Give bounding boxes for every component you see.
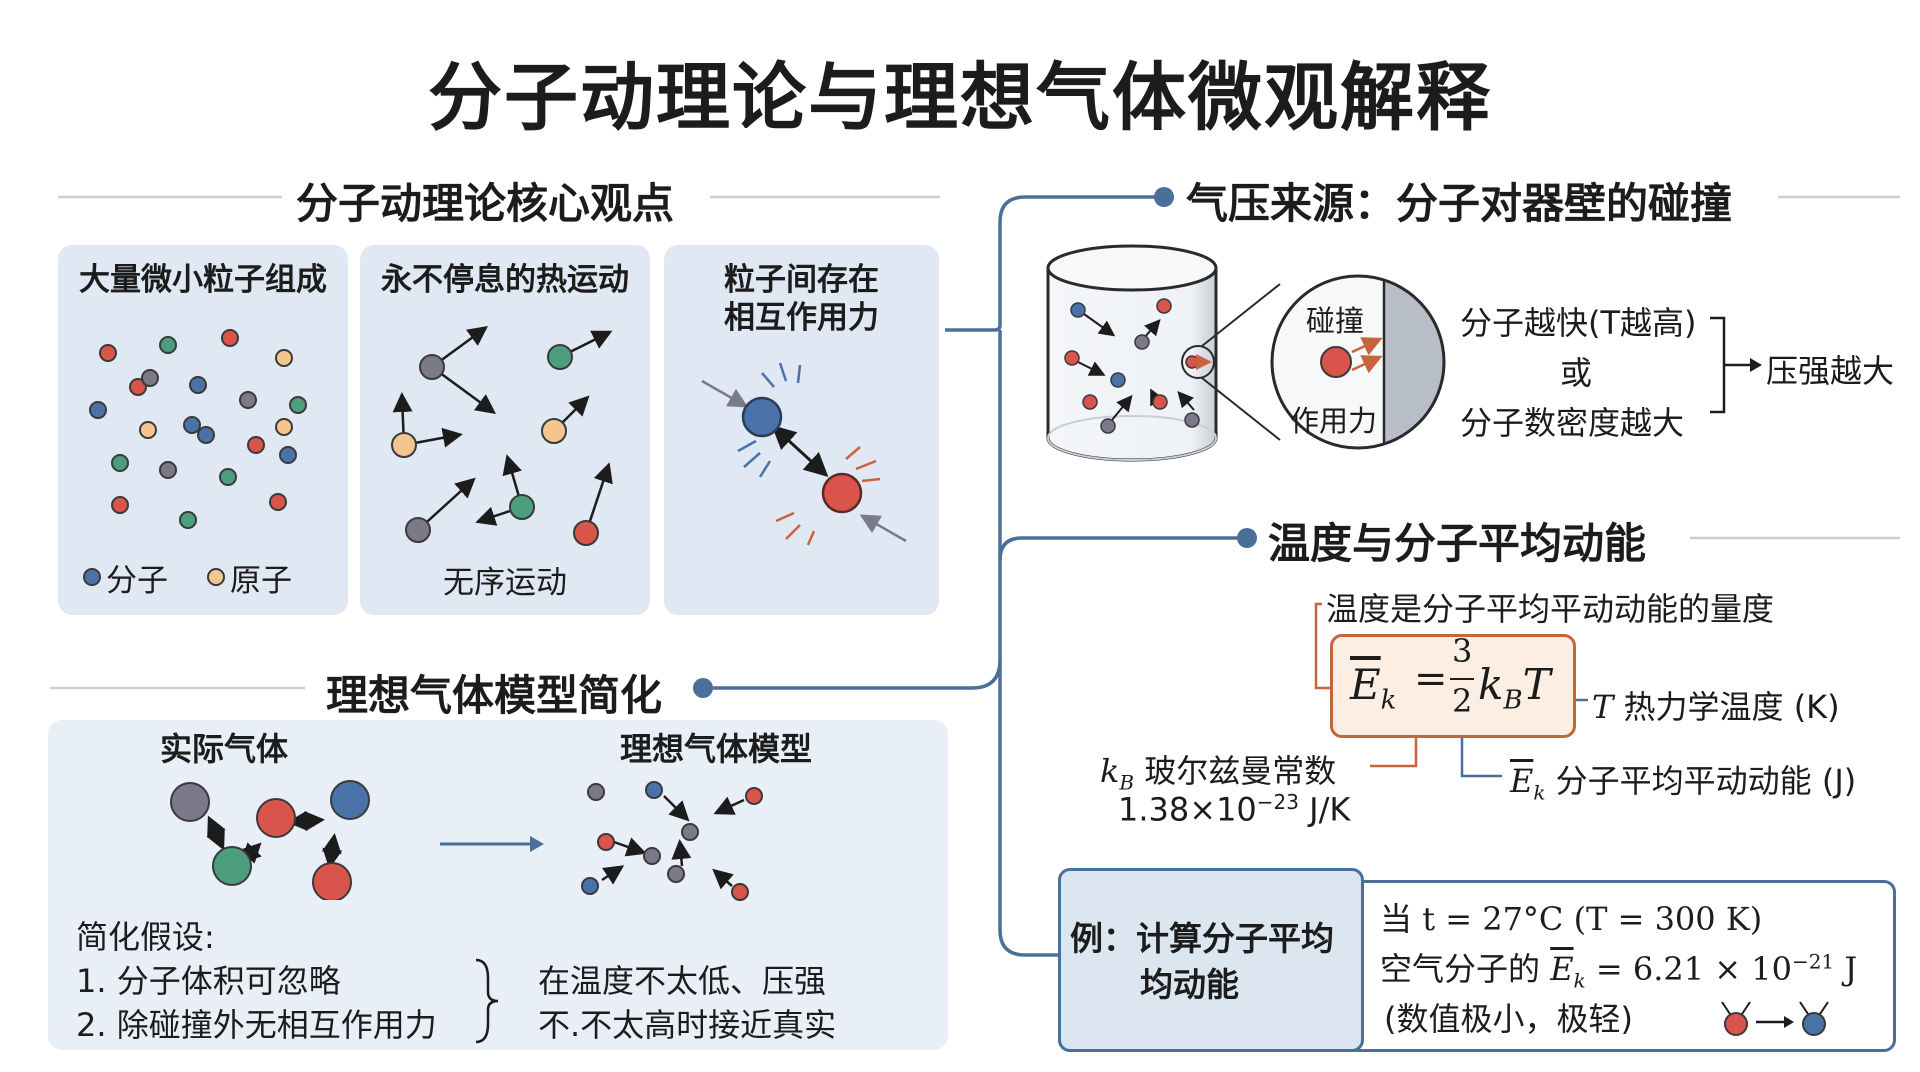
ek-symbol: E <box>1510 762 1534 800</box>
t-symbol: T <box>1592 688 1614 726</box>
example-value: = 6.21 × 10 <box>1595 950 1792 988</box>
kb-value-unit: J/K <box>1309 790 1351 829</box>
kb-value: 1.38×10−23 J/K <box>1118 790 1350 829</box>
formula-ek-symbol: E <box>1350 660 1381 709</box>
formula-fraction-num: 3 <box>1452 632 1473 670</box>
real-gas-title: 实际气体 <box>160 730 289 768</box>
ideal-gas-panel: 实际气体 理想气体模型 <box>48 720 948 1050</box>
legend-molecule-label: 分子 <box>106 563 168 599</box>
ek-symbol-sub: k <box>1533 780 1546 805</box>
kb-symbol-sub: B <box>1119 770 1135 795</box>
card-interaction: 粒子间存在 相互作用力 <box>664 245 939 615</box>
formula-box <box>1330 634 1576 738</box>
formula-ek: Ek <box>1350 660 1396 715</box>
kb-value-exp: −23 <box>1256 790 1299 814</box>
example-line2: 空气分子的 Ek = 6.21 × 10−21 J <box>1380 944 1857 992</box>
assumption-title: 简化假设: <box>76 918 215 956</box>
example-label-line2: 均动能 <box>1140 965 1239 1004</box>
kb-label: 玻尔兹曼常数 <box>1144 752 1337 790</box>
formula-fraction-den: 2 <box>1452 682 1473 720</box>
ek-definition: Ek 分子平均平动动能 (J) <box>1510 756 1856 804</box>
example-ek-symbol: E <box>1550 950 1574 988</box>
pressure-section-title: 气压来源：分子对器壁的碰撞 <box>1186 179 1733 228</box>
card-particles: 大量微小粒子组成 分子 原子 <box>58 245 348 615</box>
ideal-section-title: 理想气体模型简化 <box>326 671 663 720</box>
condition-density: 分子数密度越大 <box>1460 404 1685 442</box>
assumption-brace <box>475 958 499 1044</box>
ideal-model-illustration <box>581 781 763 901</box>
kb-definition: kB 玻尔兹曼常数 <box>1100 746 1336 794</box>
condition-note-2: 不.不太高时接近真实 <box>538 1006 837 1044</box>
page-title: 分子动理论与理想气体微观解释 <box>428 55 1492 141</box>
formula-equals: = <box>1414 656 1448 702</box>
card-thermal-motion: 永不停息的热运动 无序运动 <box>360 245 650 615</box>
condition-note-1: 在温度不太低、压强 <box>538 962 827 1000</box>
assumption-1: 1. 分子体积可忽略 <box>76 962 341 1000</box>
particles-illustration <box>89 329 307 529</box>
formula-ek-sub: k <box>1380 685 1397 716</box>
card-interaction-title-2: 相互作用力 <box>724 300 879 336</box>
thermal-motion-illustration <box>391 326 613 546</box>
card-thermal-motion-title: 永不停息的热运动 <box>381 262 629 298</box>
ideal-model-title: 理想气体模型 <box>620 730 813 768</box>
card-particles-title: 大量微小粒子组成 <box>79 262 327 298</box>
example-line1: 当 t = 27°C (T = 300 K) <box>1380 894 1762 940</box>
ek-label: 分子平均平动动能 (J) <box>1555 762 1857 800</box>
real-to-ideal-arrow <box>440 836 544 852</box>
t-definition: T 热力学温度 (K) <box>1592 682 1840 728</box>
assumption-2: 2. 除碰撞外无相互作用力 <box>76 1006 437 1044</box>
core-section-title: 分子动理论核心观点 <box>296 179 675 228</box>
molecule-transition-icon <box>1721 1001 1829 1036</box>
example-label-line1: 例：计算分子平均 <box>1070 919 1334 958</box>
example-line1-prefix: 当 <box>1380 900 1413 938</box>
example-label-box <box>1058 868 1364 1052</box>
formula-k-sub: B <box>1503 685 1523 716</box>
zoom-collision-label: 碰撞 <box>1306 304 1365 338</box>
kb-value-mantissa: 1.38×10 <box>1118 790 1257 829</box>
example-line2-prefix: 空气分子的 <box>1380 950 1541 988</box>
condition-or: 或 <box>1560 354 1593 392</box>
thermal-motion-caption: 无序运动 <box>443 565 567 601</box>
t-label: 热力学温度 (K) <box>1623 688 1840 726</box>
formula-t: T <box>1522 660 1551 709</box>
formula-fraction-bar <box>1450 678 1474 680</box>
formula-kbt: kBT <box>1478 660 1551 715</box>
legend-atom-icon <box>207 568 225 586</box>
example-line1-math: t = 27°C (T = 300 K) <box>1422 900 1763 938</box>
temperature-statement: 温度是分子平均平动动能的量度 <box>1326 590 1775 628</box>
zoom-force-label: 作用力 <box>1290 404 1378 438</box>
formula-k: k <box>1478 660 1504 709</box>
container-illustration <box>1046 244 1446 462</box>
example-exp: −21 <box>1791 949 1835 974</box>
card-interaction-title-1: 粒子间存在 <box>724 262 879 298</box>
pressure-result: 压强越大 <box>1766 352 1895 390</box>
condition-speed: 分子越快(T越高) <box>1460 304 1697 342</box>
kb-symbol: k <box>1100 752 1120 790</box>
example-line3: (数值极小，极轻) <box>1384 1000 1633 1038</box>
pressure-bracket <box>1710 316 1762 414</box>
real-gas-illustration <box>170 780 370 900</box>
example-unit: J <box>1844 950 1858 988</box>
temperature-section-title: 温度与分子平均动能 <box>1268 519 1647 568</box>
interaction-illustration <box>701 362 907 546</box>
legend-atom-label: 原子 <box>230 563 292 599</box>
legend-molecule-icon <box>83 568 101 586</box>
example-ek-sub: k <box>1573 968 1586 993</box>
